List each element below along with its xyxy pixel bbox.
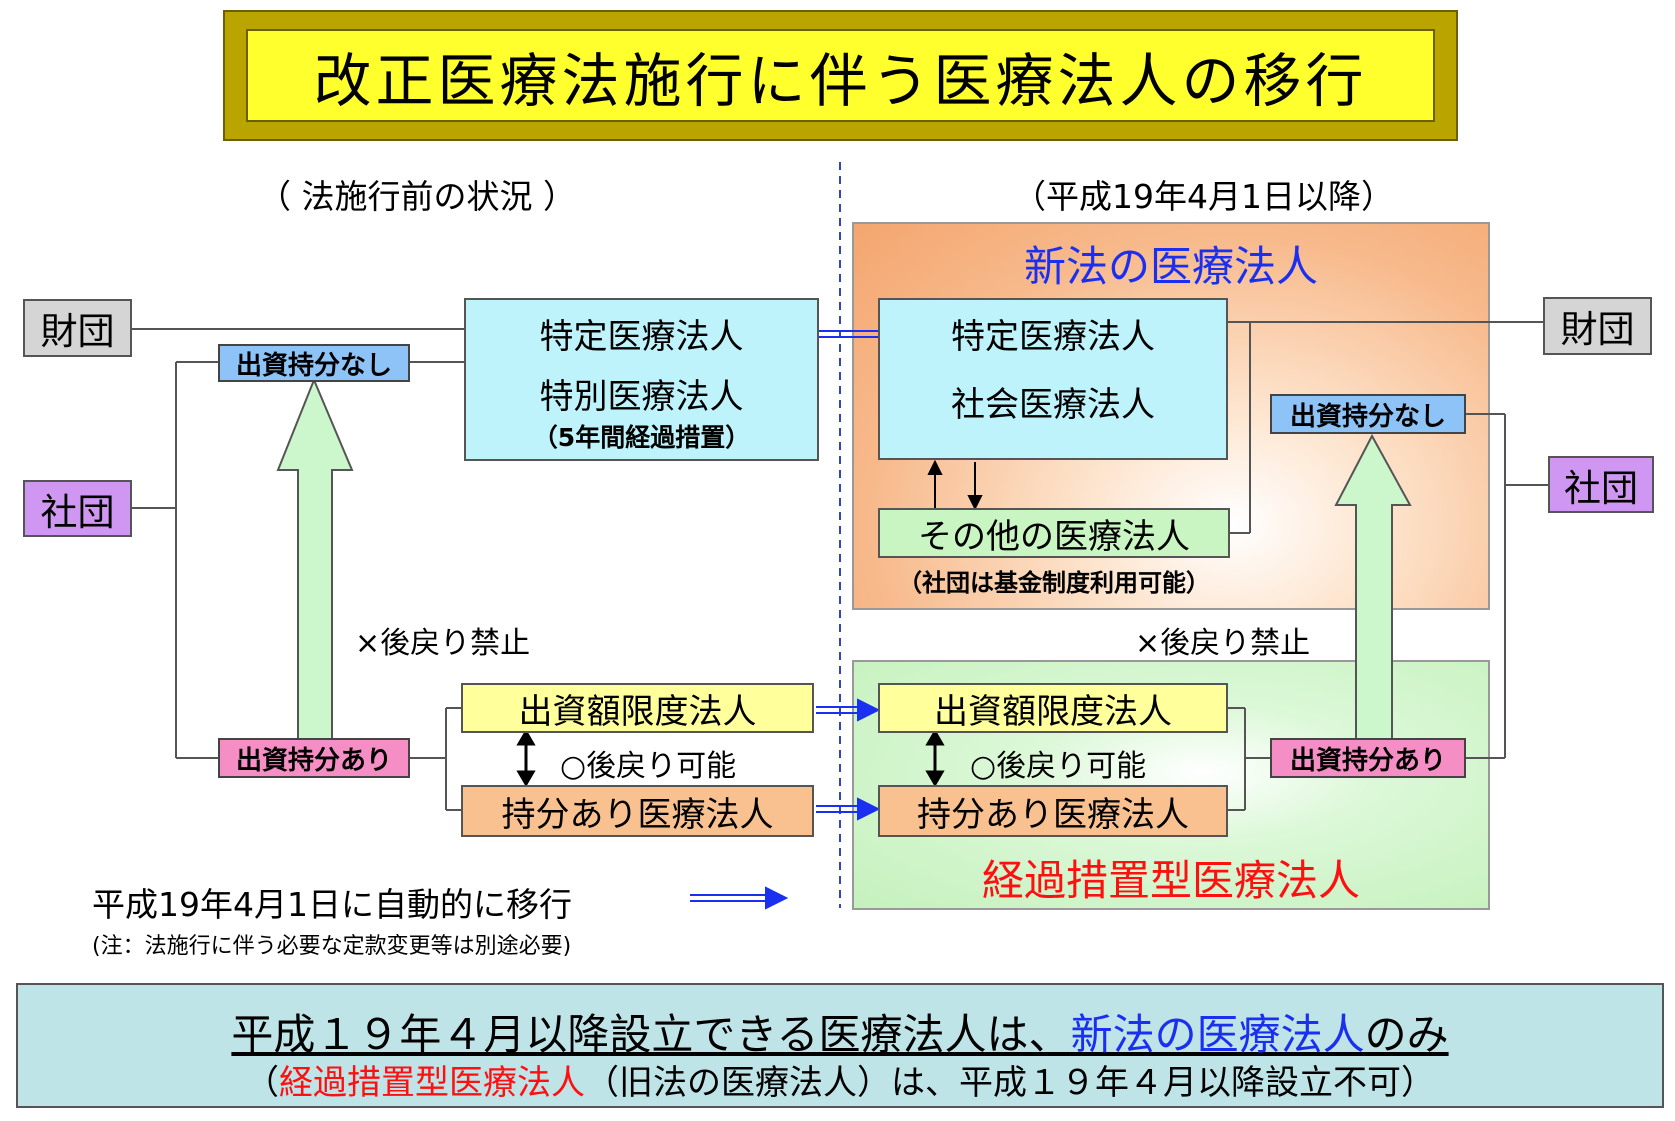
left-special-box: 特定医療法人 特別医療法人 （5年間経過措置） (464, 298, 819, 461)
right-can-return-note: ○後戻り可能 (970, 749, 1147, 784)
right-zaidan-tag: 財団 (1543, 297, 1652, 355)
right-no-equity-tag: 出資持分なし (1270, 394, 1466, 434)
summary-line-2a: （ (245, 1063, 279, 1103)
right-tokutei-label: 特定医療法人 (951, 316, 1155, 357)
left-no-return-note: ×後戻り禁止 (355, 626, 531, 661)
left-tokubetsu-note: （5年間経過措置） (532, 423, 751, 452)
right-no-return-note: ×後戻り禁止 (1135, 626, 1311, 661)
new-law-label: 新法の医療法人 (1023, 241, 1318, 291)
legend-note: (注：法施行に伴う必要な定款変更等は別途必要) (92, 934, 572, 959)
summary-line-1a: 平成１９年４月以降設立できる医療法人は、 (231, 1010, 1071, 1059)
right-with-equity-tag: 出資持分あり (1270, 738, 1466, 778)
right-equity-corp-box: 持分あり医療法人 (878, 785, 1228, 837)
left-header: （ 法施行前の状況 ） (258, 177, 576, 216)
summary-line-1b: 新法の医療法人 (1070, 1010, 1365, 1059)
summary-line-1c: のみ (1364, 1010, 1449, 1059)
right-other-corp-box: その他の医療法人 (878, 508, 1230, 558)
summary-line-2b: 経過措置型医療法人 (279, 1063, 585, 1103)
left-with-equity-tag: 出資持分あり (218, 738, 410, 778)
right-social-label: 社会医療法人 (951, 384, 1155, 425)
legend-text: 平成19年4月1日に自動的に移行 (92, 885, 572, 924)
transitional-label: 経過措置型医療法人 (981, 855, 1360, 905)
right-header: （平成19年4月1日以降） (1013, 177, 1394, 216)
left-tokubetsu-label: 特別医療法人 (539, 376, 744, 417)
left-zaidan-tag: 財団 (23, 299, 132, 357)
right-shadan-tag: 社団 (1548, 456, 1654, 513)
right-limit-corp-box: 出資額限度法人 (878, 683, 1228, 733)
left-shadan-tag: 社団 (23, 480, 132, 537)
summary-line-2c: （旧法の医療法人）は、平成１９年４月以降設立不可） (585, 1063, 1435, 1103)
left-can-return-note: ○後戻り可能 (560, 749, 737, 784)
right-special-box: 特定医療法人 社会医療法人 (878, 298, 1228, 460)
left-equity-corp-box: 持分あり医療法人 (461, 785, 814, 837)
left-tokutei-label: 特定医療法人 (539, 316, 744, 357)
summary-box: 平成１９年４月以降設立できる医療法人は、新法の医療法人のみ （経過措置型医療法人… (16, 983, 1664, 1108)
summary-line-1: 平成１９年４月以降設立できる医療法人は、新法の医療法人のみ (18, 1001, 1662, 1062)
left-no-equity-tag: 出資持分なし (218, 344, 410, 382)
summary-line-2: （経過措置型医療法人（旧法の医療法人）は、平成１９年４月以降設立不可） (18, 1055, 1662, 1104)
page-title: 改正医療法施行に伴う医療法人の移行 (246, 29, 1435, 122)
left-limit-corp-box: 出資額限度法人 (461, 683, 814, 733)
right-other-note: （社団は基金制度利用可能） (898, 568, 1210, 597)
